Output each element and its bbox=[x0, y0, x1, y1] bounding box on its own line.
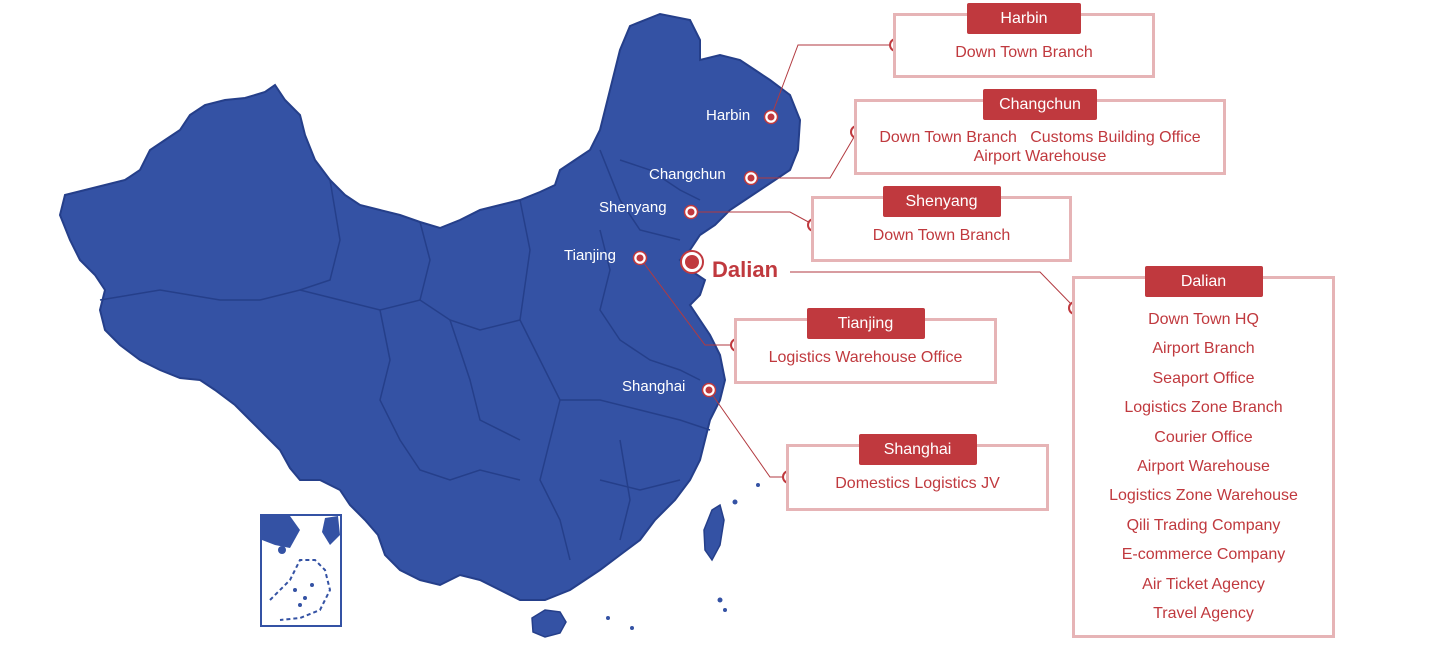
map-label-shenyang: Shenyang bbox=[599, 199, 667, 216]
office-box-harbin: Harbin Down Town Branch bbox=[893, 3, 1155, 78]
map-label-changchun: Changchun bbox=[649, 166, 726, 183]
south-china-sea-inset bbox=[260, 514, 342, 627]
office-line: E-commerce Company bbox=[1121, 546, 1286, 564]
office-title-dalian: Dalian bbox=[1144, 266, 1263, 297]
office-line: Travel Agency bbox=[1153, 604, 1254, 622]
office-title-shanghai: Shanghai bbox=[858, 434, 977, 465]
office-title-changchun: Changchun bbox=[983, 89, 1097, 120]
shanghai-marker-icon bbox=[701, 382, 717, 398]
connector-tianjing bbox=[639, 257, 737, 346]
office-line: Airport Warehouse bbox=[1137, 457, 1270, 475]
changchun-marker-icon bbox=[743, 170, 759, 186]
office-line: Down Town Branch bbox=[955, 44, 1093, 61]
office-box-shenyang: Shenyang Down Town Branch bbox=[811, 186, 1072, 262]
office-box-shanghai: Shanghai Domestics Logistics JV bbox=[786, 434, 1049, 511]
connector-harbin bbox=[770, 44, 896, 118]
office-line: Air Ticket Agency bbox=[1142, 575, 1265, 593]
hainan-island-shape bbox=[531, 609, 567, 638]
dalian-hq-marker-icon bbox=[680, 250, 704, 274]
office-title-tianjing: Tianjing bbox=[806, 308, 925, 339]
map-label-harbin: Harbin bbox=[706, 107, 751, 124]
tianjing-marker-icon bbox=[632, 250, 648, 266]
connector-shanghai bbox=[708, 389, 789, 478]
office-box-changchun: Changchun Down Town Branch Customs Build… bbox=[854, 89, 1226, 175]
office-line: Logistics Zone Warehouse bbox=[1109, 487, 1298, 505]
office-title-shenyang: Shenyang bbox=[882, 186, 1001, 217]
office-line: Down Town HQ bbox=[1148, 311, 1259, 328]
office-line: Domestics Logistics JV bbox=[835, 475, 1000, 492]
map-label-tianjing: Tianjing bbox=[564, 247, 616, 264]
office-line: Qili Trading Company bbox=[1126, 516, 1281, 534]
harbin-marker-icon bbox=[763, 109, 779, 125]
office-line: Airport Branch bbox=[1152, 340, 1255, 358]
small-islands bbox=[606, 483, 760, 630]
office-box-tianjing: Tianjing Logistics Warehouse Office bbox=[734, 308, 997, 384]
map-label-shanghai: Shanghai bbox=[622, 378, 686, 395]
city-markers bbox=[632, 109, 779, 398]
office-line: Seaport Office bbox=[1152, 369, 1255, 387]
office-line: Logistics Zone Branch bbox=[1124, 399, 1283, 417]
shenyang-marker-icon bbox=[683, 204, 699, 220]
office-line: Down Town Branch Customs Building Office bbox=[879, 129, 1201, 146]
province-borders bbox=[99, 149, 711, 561]
office-line: Courier Office bbox=[1154, 428, 1253, 446]
map-label-dalian-hq: Dalian bbox=[712, 257, 779, 282]
connector-changchun bbox=[751, 131, 858, 179]
connector-dalian bbox=[790, 271, 1076, 309]
taiwan-island-shape bbox=[703, 503, 725, 562]
office-line: Down Town Branch bbox=[872, 227, 1011, 244]
office-title-harbin: Harbin bbox=[967, 3, 1081, 34]
office-line: Airport Warehouse bbox=[973, 148, 1107, 165]
office-line: Logistics Warehouse Office bbox=[768, 349, 963, 366]
connector-shenyang bbox=[691, 211, 815, 226]
